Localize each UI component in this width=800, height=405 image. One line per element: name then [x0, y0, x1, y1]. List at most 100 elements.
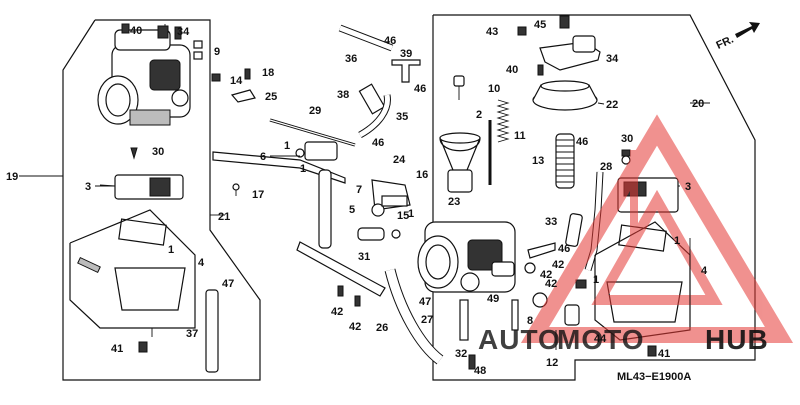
callout-46: 46	[384, 35, 396, 47]
watermark-text-moto: MOTO	[557, 324, 644, 355]
callout-19: 19	[6, 171, 18, 183]
right-assembly-frame	[432, 14, 756, 381]
hose-vertical	[318, 169, 332, 249]
callout-42-d: 42	[540, 269, 552, 281]
callout-3-b: 3	[685, 181, 691, 193]
left-small-parts	[121, 23, 256, 353]
spring-13	[555, 133, 575, 189]
callout-49: 49	[487, 293, 499, 305]
callout-46-d: 46	[576, 136, 588, 148]
diagram-code: ML43−E1900A	[617, 371, 691, 383]
callout-43: 43	[486, 26, 498, 38]
callout-34-b: 34	[606, 53, 619, 65]
callout-46-e: 46	[558, 243, 570, 255]
callout-47: 47	[222, 278, 234, 290]
callout-1: 1	[168, 244, 174, 256]
callout-1-d: 1	[408, 208, 414, 220]
left-assembly-frame	[62, 19, 261, 381]
callout-12: 12	[546, 357, 558, 369]
front-direction-arrow-icon	[735, 22, 760, 38]
callout-1-f: 1	[593, 274, 599, 286]
callout-39: 39	[400, 48, 412, 60]
front-direction-label: FR.	[714, 34, 735, 52]
left-carburetor-body	[97, 24, 191, 126]
callout-21: 21	[218, 211, 230, 223]
jet-needle-10	[453, 75, 492, 185]
left-air-cut-valve	[99, 174, 184, 200]
callout-29: 29	[309, 105, 321, 117]
watermark-text-auto: AUTO	[478, 324, 561, 355]
hose-36	[338, 24, 394, 52]
callout-41: 41	[111, 343, 123, 355]
callout-16: 16	[416, 169, 428, 181]
spring-11	[496, 99, 510, 143]
bracket-34	[539, 35, 601, 71]
callout-1-e: 1	[674, 235, 680, 247]
callout-36: 36	[345, 53, 357, 65]
right-carburetor-body	[417, 221, 516, 293]
hose-38	[358, 83, 386, 115]
callout-41-b: 41	[658, 348, 670, 360]
callout-26: 26	[376, 322, 388, 334]
callout-30: 30	[152, 146, 164, 158]
callout-6: 6	[260, 151, 266, 163]
fuel-joint-pipe	[295, 141, 338, 161]
t-joint-39	[391, 59, 421, 83]
callout-42-e: 42	[545, 278, 557, 290]
callout-25: 25	[265, 91, 277, 103]
callout-46-c: 46	[372, 137, 384, 149]
callout-44: 44	[594, 333, 607, 345]
callout-22: 22	[606, 99, 618, 111]
callout-5: 5	[349, 204, 355, 216]
callout-34: 34	[177, 26, 190, 38]
callout-40-b: 40	[506, 64, 518, 76]
tube-37	[205, 289, 219, 373]
callout-46-b: 46	[414, 83, 426, 95]
callout-18: 18	[262, 67, 274, 79]
hose-35	[358, 94, 391, 139]
watermark-logo	[520, 114, 794, 343]
callout-15: 15	[397, 210, 409, 222]
callout-47-b: 47	[419, 296, 431, 308]
callout-32: 32	[455, 348, 467, 360]
callout-11: 11	[514, 130, 526, 142]
throttle-adjuster-7	[371, 179, 411, 217]
callout-42-b: 42	[349, 321, 361, 333]
screws-42	[337, 285, 361, 307]
callout-23: 23	[448, 196, 460, 208]
callout-4-b: 4	[701, 265, 708, 277]
watermark-text-hub: HUB	[705, 324, 769, 355]
callout-35: 35	[396, 111, 408, 123]
callout-31: 31	[358, 251, 370, 263]
callout-45: 45	[534, 19, 546, 31]
callout-14: 14	[230, 75, 243, 87]
callout-labels: 40 34 9 14 18 25 30 3 1 4 41 19 6 1 1 17…	[6, 19, 708, 377]
left-float-chamber	[69, 209, 196, 337]
callout-9: 9	[214, 46, 220, 58]
cable-holder	[357, 227, 401, 241]
callout-10: 10	[488, 83, 500, 95]
link-plate-31	[296, 241, 386, 297]
leader-lines	[95, 102, 691, 350]
top-cover-22	[532, 80, 598, 111]
choke-rod-29	[269, 118, 356, 147]
callout-40: 40	[130, 25, 142, 37]
callout-38: 38	[337, 89, 349, 101]
tube-26	[384, 268, 444, 365]
callout-28: 28	[600, 161, 612, 173]
callout-3: 3	[85, 181, 91, 193]
callout-30-b: 30	[621, 133, 633, 145]
callout-2: 2	[476, 109, 482, 121]
callout-20: 20	[692, 98, 704, 110]
diaphragm-23	[439, 132, 481, 193]
callout-8: 8	[527, 315, 533, 327]
right-small-parts	[459, 15, 657, 370]
callout-42: 42	[331, 306, 343, 318]
callout-37: 37	[186, 328, 198, 340]
callout-1-c: 1	[300, 163, 306, 175]
callout-33: 33	[545, 216, 557, 228]
callout-42-c: 42	[552, 259, 564, 271]
callout-4: 4	[198, 257, 205, 269]
